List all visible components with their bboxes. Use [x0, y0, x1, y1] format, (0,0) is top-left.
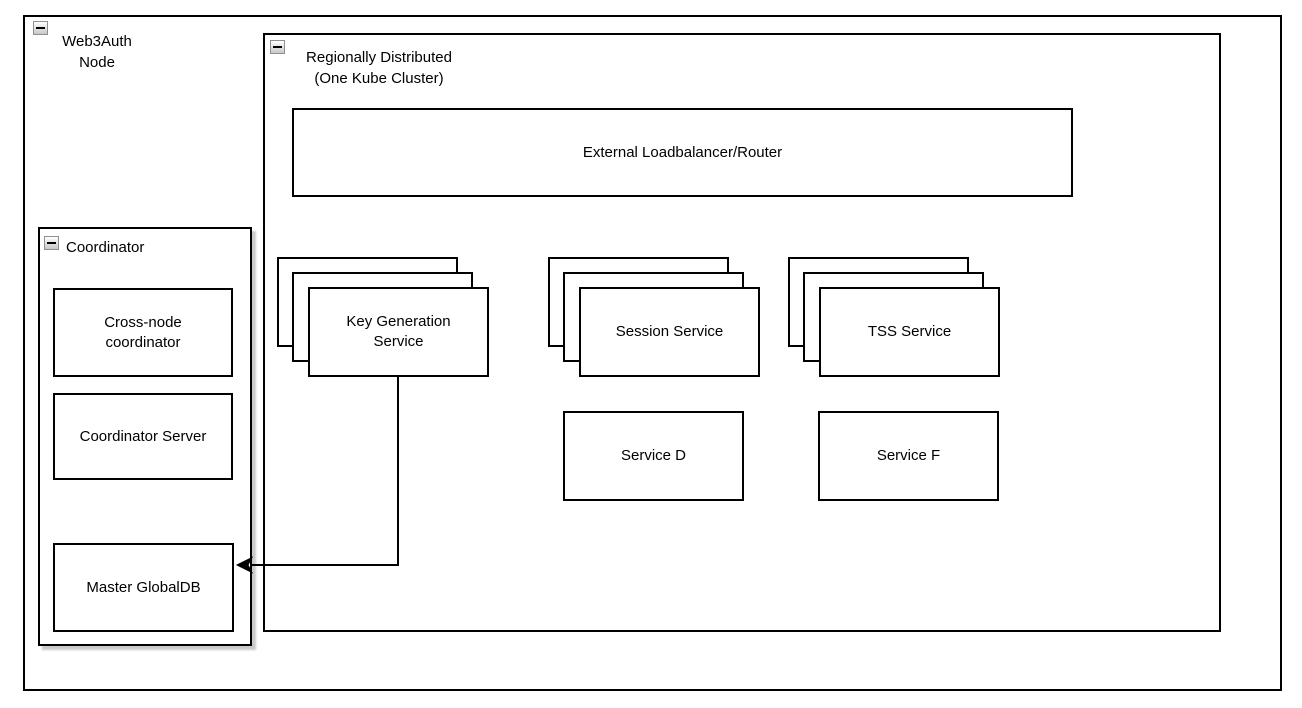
- stack-key-generation-service: Key Generation Service: [277, 257, 489, 377]
- minus-icon: [47, 242, 56, 244]
- container-coordinator-label: Coordinator: [66, 237, 144, 258]
- node-external-loadbalancer[interactable]: External Loadbalancer/Router: [292, 108, 1073, 197]
- node-cross-node-coordinator[interactable]: Cross-node coordinator: [53, 288, 233, 377]
- collapse-minus-icon[interactable]: [44, 236, 59, 250]
- stack-session-service: Session Service: [548, 257, 760, 377]
- node-label: Coordinator Server: [79, 427, 207, 445]
- node-label: Cross-node coordinator: [104, 313, 182, 351]
- node-master-globaldb[interactable]: Master GlobalDB: [53, 543, 234, 632]
- node-label: Service D: [620, 447, 687, 464]
- container-regionally-distributed-label: Regionally Distributed (One Kube Cluster…: [279, 47, 479, 89]
- label-line: Coordinator: [66, 239, 145, 256]
- node-label: Session Service: [615, 323, 724, 340]
- node-label: Master GlobalDB: [86, 578, 201, 596]
- label-line: (One Kube Cluster): [314, 70, 444, 87]
- node-label: Service F: [876, 447, 941, 464]
- collapse-minus-icon[interactable]: [33, 21, 48, 35]
- label-line: Regionally Distributed: [306, 49, 452, 66]
- node-label: Key Generation Service: [346, 313, 451, 350]
- node-label: External Loadbalancer/Router: [582, 143, 783, 161]
- minus-icon: [36, 27, 45, 29]
- node-service-d[interactable]: Service D: [563, 411, 744, 501]
- node-session-service[interactable]: Session Service: [579, 287, 760, 377]
- node-coordinator-server[interactable]: Coordinator Server: [53, 393, 233, 480]
- minus-icon: [273, 46, 282, 48]
- collapse-minus-icon[interactable]: [270, 40, 285, 54]
- node-key-generation-service[interactable]: Key Generation Service: [308, 287, 489, 377]
- label-line: Web3Auth: [62, 33, 132, 50]
- node-label: TSS Service: [867, 323, 952, 340]
- container-web3auth-node-label: Web3Auth Node: [47, 31, 147, 73]
- stack-tss-service: TSS Service: [788, 257, 1000, 377]
- node-tss-service[interactable]: TSS Service: [819, 287, 1000, 377]
- node-service-f[interactable]: Service F: [818, 411, 999, 501]
- label-line: Node: [79, 54, 115, 71]
